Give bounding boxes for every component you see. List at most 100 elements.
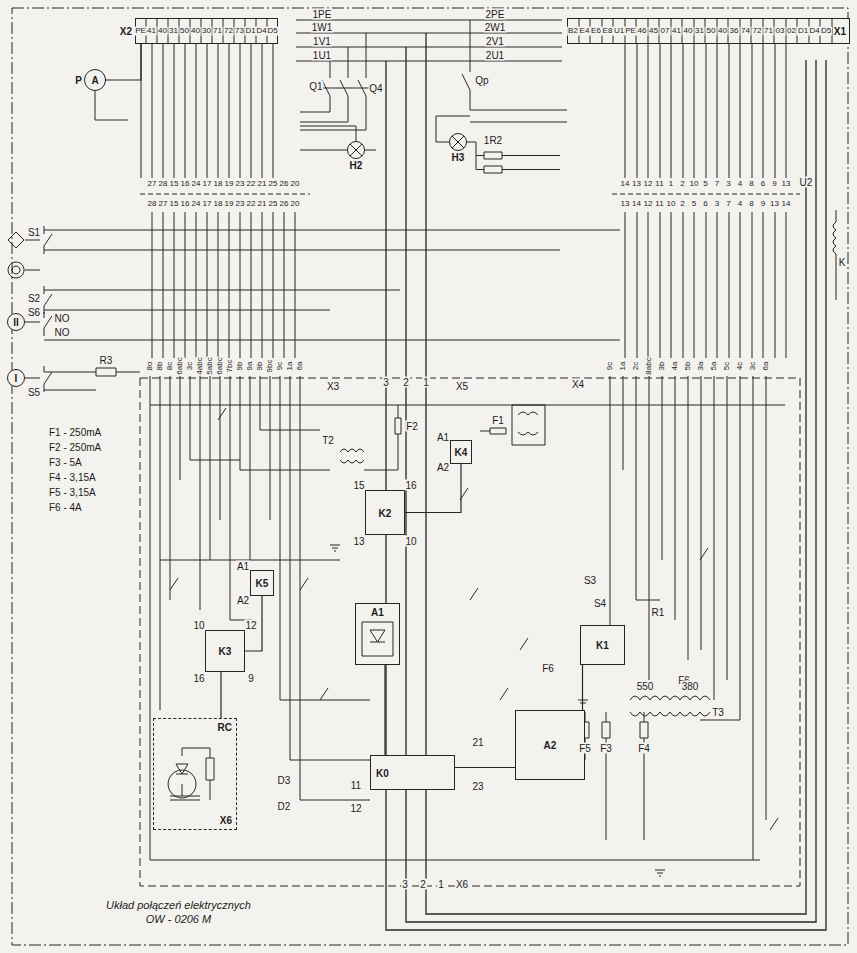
terminal-number: 21 bbox=[257, 200, 268, 209]
terminal-cell: 31 bbox=[168, 27, 179, 36]
terminal-number: 28 bbox=[147, 200, 158, 209]
relay-coil: K2 bbox=[365, 490, 405, 535]
part-label: R1 bbox=[651, 607, 666, 618]
terminal-cell: PE bbox=[624, 27, 637, 36]
part-label: 2V1 bbox=[485, 36, 505, 47]
panel-wire bbox=[150, 376, 785, 860]
part-label: 12 bbox=[244, 620, 257, 631]
part-label: K bbox=[838, 257, 847, 268]
part-label: 1 bbox=[422, 377, 430, 388]
terminal-number: 28 bbox=[158, 180, 169, 189]
terminal-cell: 41 bbox=[671, 27, 682, 36]
wire-mark: 5c bbox=[723, 361, 732, 371]
lamp-wire bbox=[300, 116, 470, 150]
resistor-symbol bbox=[467, 142, 560, 173]
part-label: A1 bbox=[436, 432, 450, 443]
wire-mark: 6abc bbox=[176, 356, 185, 375]
part-label: 3 bbox=[382, 377, 390, 388]
terminal-number: 11 bbox=[654, 180, 664, 189]
meter-wire bbox=[95, 91, 128, 120]
terminal-number: 19 bbox=[224, 180, 235, 189]
terminal-number: 1 bbox=[668, 180, 674, 189]
terminal-cell: 36 bbox=[729, 27, 740, 36]
wire-mark: 5a bbox=[710, 361, 719, 372]
fuse-note: F5 - 3,15A bbox=[48, 487, 97, 498]
terminal-number: 12 bbox=[643, 180, 654, 189]
terminal-cell: 72 bbox=[752, 27, 763, 36]
terminal-number: 16 bbox=[180, 180, 191, 189]
terminal-cell: E4 bbox=[579, 27, 591, 36]
part-label: 1R2 bbox=[483, 135, 503, 146]
wire-mark: 4a bbox=[671, 361, 680, 372]
terminal-number: 2 bbox=[679, 180, 685, 189]
part-label: Q4 bbox=[368, 83, 383, 94]
terminal-number: 13 bbox=[769, 200, 780, 209]
supply-bus bbox=[296, 20, 562, 61]
terminal-number: 24 bbox=[191, 200, 202, 209]
part-label: 1PE bbox=[312, 9, 333, 20]
part-label: F2 bbox=[405, 421, 419, 432]
terminal-number: 24 bbox=[191, 180, 202, 189]
transformer-symbol bbox=[630, 696, 710, 716]
node-sublabel: X6 bbox=[220, 815, 232, 826]
wire-mark: 6a bbox=[762, 361, 771, 372]
part-label: S4 bbox=[593, 598, 607, 609]
fuse-note: F6 - 4A bbox=[48, 502, 83, 513]
operator-symbol bbox=[8, 232, 40, 378]
fuse-note: F4 - 3,15A bbox=[48, 472, 97, 483]
terminal-number: 25 bbox=[268, 200, 279, 209]
wire-mark: 3b bbox=[658, 361, 667, 372]
part-label: D2 bbox=[277, 801, 292, 812]
part-label: A1 bbox=[236, 561, 250, 572]
terminal-number: 18 bbox=[213, 200, 224, 209]
terminal-number: 16 bbox=[180, 200, 191, 209]
relay-coil: K5 bbox=[250, 570, 274, 596]
terminal-cell: 73 bbox=[234, 27, 245, 36]
terminal-number: 9 bbox=[771, 180, 777, 189]
node-sublabel: A bbox=[91, 75, 98, 86]
terminal-number: 27 bbox=[158, 200, 169, 209]
terminal-number: 4 bbox=[737, 200, 743, 209]
terminal-cell: D5 bbox=[266, 27, 278, 36]
terminal-number: 22 bbox=[246, 200, 257, 209]
part-label: A2 bbox=[436, 462, 450, 473]
wire-mark: 9bc bbox=[266, 359, 275, 374]
terminal-cell: 40 bbox=[683, 27, 694, 36]
ammeter-symbol: PA bbox=[84, 69, 106, 91]
part-label: 1U1 bbox=[312, 50, 332, 61]
terminal-number: 3 bbox=[725, 180, 731, 189]
ground-symbol bbox=[330, 545, 665, 876]
part-label: 2PE bbox=[485, 9, 506, 20]
terminal-number: 8 bbox=[748, 180, 754, 189]
part-label: 12 bbox=[349, 803, 362, 814]
part-label: F5 bbox=[578, 743, 592, 754]
wire-mark: 9c bbox=[606, 361, 615, 371]
fuse-note: F3 - 5A bbox=[48, 457, 83, 468]
terminal-number: 20 bbox=[290, 200, 301, 209]
node-label: K2 bbox=[379, 507, 392, 518]
terminal-cell: 30 bbox=[201, 27, 212, 36]
terminal-number: 10 bbox=[689, 180, 700, 189]
terminal-cell: 74 bbox=[740, 27, 751, 36]
connector-line bbox=[140, 194, 800, 195]
part-label: S5 bbox=[27, 387, 41, 398]
part-label: 3 bbox=[401, 879, 409, 890]
wire-mark: 8abc bbox=[645, 356, 654, 375]
wire-mark: 1a bbox=[286, 361, 295, 372]
terminal-number: 14 bbox=[631, 200, 642, 209]
terminal-cell: D5 bbox=[820, 27, 832, 36]
part-label: T2 bbox=[321, 435, 335, 446]
contactor-block: K0 bbox=[370, 755, 455, 790]
part-label: 2 bbox=[402, 377, 410, 388]
wire-mark: 3c bbox=[186, 361, 195, 371]
terminal-cell: 46 bbox=[637, 27, 648, 36]
terminal-cell: 50 bbox=[706, 27, 717, 36]
part-label: F6 bbox=[541, 663, 555, 674]
terminal-number: 19 bbox=[224, 200, 235, 209]
part-label: S2 bbox=[27, 293, 41, 304]
part-label: X3 bbox=[326, 381, 340, 392]
terminal-number: 14 bbox=[620, 180, 631, 189]
node-label: K5 bbox=[256, 578, 269, 589]
wire-mark: 7bc bbox=[226, 359, 235, 374]
